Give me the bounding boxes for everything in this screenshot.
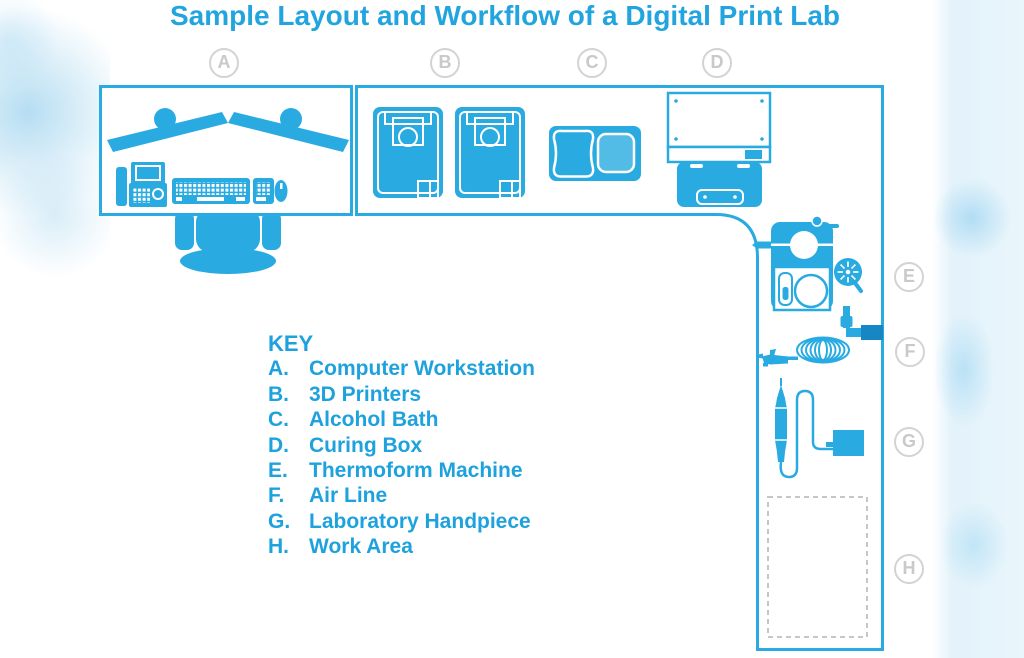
curing-box-icon	[666, 91, 772, 207]
key-item-g: G.Laboratory Handpiece	[268, 509, 531, 533]
area-badge-h: H	[894, 554, 924, 584]
key-item-c: C.Alcohol Bath	[268, 408, 439, 432]
area-badge-d: D	[702, 48, 732, 78]
counter-l-section	[355, 85, 884, 651]
key-item-e: E.Thermoform Machine	[268, 459, 523, 483]
keyboard-icon	[172, 178, 274, 204]
key-legend: KEY A.Computer Workstation B.3D Printers…	[268, 331, 535, 560]
area-badge-c: C	[577, 48, 607, 78]
desk-phone-icon	[116, 162, 167, 207]
area-badge-a: A	[209, 48, 239, 78]
key-item-b: B.3D Printers	[268, 382, 422, 406]
mouse-icon	[274, 180, 288, 202]
key-item-h: H.Work Area	[268, 535, 413, 559]
office-chair-icon	[175, 209, 281, 274]
air-line-icon	[756, 336, 850, 367]
area-badge-g: G	[894, 427, 924, 457]
alcohol-bath-icon	[549, 126, 641, 181]
laboratory-handpiece-icon	[775, 378, 864, 479]
thermoform-machine-icon	[752, 215, 883, 340]
3d-printer-icon	[455, 107, 525, 199]
key-item-f: F.Air Line	[268, 484, 388, 508]
area-badge-e: E	[894, 262, 924, 292]
area-badge-b: B	[430, 48, 460, 78]
key-item-d: D.Curing Box	[268, 433, 423, 457]
work-area-outline	[767, 496, 868, 638]
key-heading: KEY	[268, 331, 314, 356]
3d-printer-icon	[373, 107, 443, 199]
key-item-a: A.Computer Workstation	[268, 357, 535, 381]
area-badge-f: F	[895, 337, 925, 367]
dual-monitor-icon	[107, 108, 349, 152]
page-title: Sample Layout and Workflow of a Digital …	[170, 0, 840, 31]
